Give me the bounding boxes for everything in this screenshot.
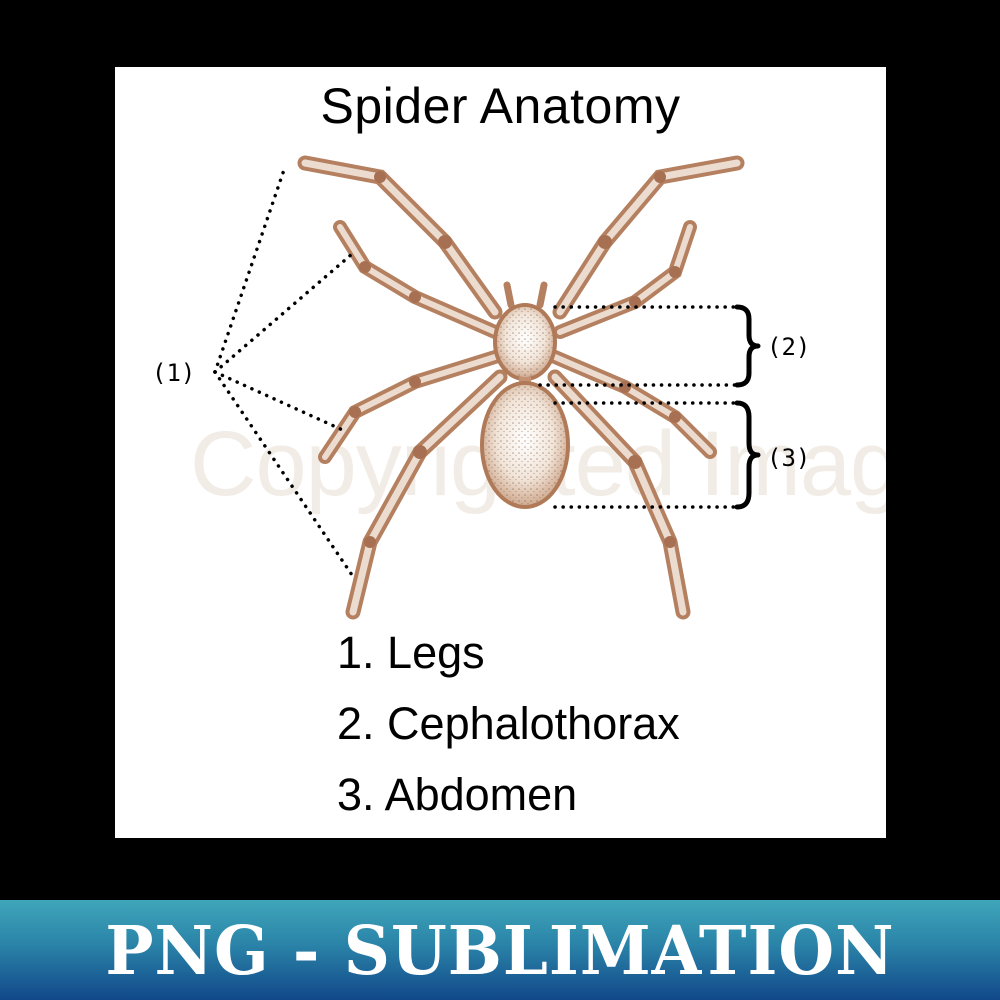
brace-abdomen xyxy=(734,400,761,510)
legend-number: 1. xyxy=(337,627,375,678)
legend-number: 2. xyxy=(337,698,375,749)
leg-joints xyxy=(349,171,681,548)
diagram-panel: Copyrighted Image Spider Anatomy xyxy=(115,67,886,838)
product-banner: PNG - SUBLIMATION xyxy=(0,900,1000,1000)
brace-cephalothorax xyxy=(734,304,761,388)
legend-label: Cephalothorax xyxy=(387,698,680,749)
segment-leader-lines xyxy=(538,305,737,509)
legs-leader-lines xyxy=(213,165,354,577)
callout-abdomen: (3) xyxy=(767,444,811,472)
legend-item-cephalothorax: 2. Cephalothorax xyxy=(337,688,680,759)
banner-text: PNG - SUBLIMATION xyxy=(105,912,895,991)
legend-label: Legs xyxy=(387,627,485,678)
pedipalps xyxy=(503,281,548,309)
legend-number: 3. xyxy=(337,769,375,820)
spider-illustration xyxy=(213,155,761,620)
legend-item-abdomen: 3. Abdomen xyxy=(337,759,680,830)
legend-label: Abdomen xyxy=(384,769,578,820)
legend-item-legs: 1. Legs xyxy=(337,617,680,688)
callout-legs: (1) xyxy=(152,359,196,387)
legs xyxy=(297,155,745,620)
callout-cephalothorax: (2) xyxy=(767,333,811,361)
diagram-title: Spider Anatomy xyxy=(320,78,681,134)
legend-list: 1. Legs 2. Cephalothorax 3. Abdomen xyxy=(337,617,680,830)
cephalothorax xyxy=(493,303,557,381)
braces xyxy=(734,304,761,510)
abdomen xyxy=(480,381,570,509)
